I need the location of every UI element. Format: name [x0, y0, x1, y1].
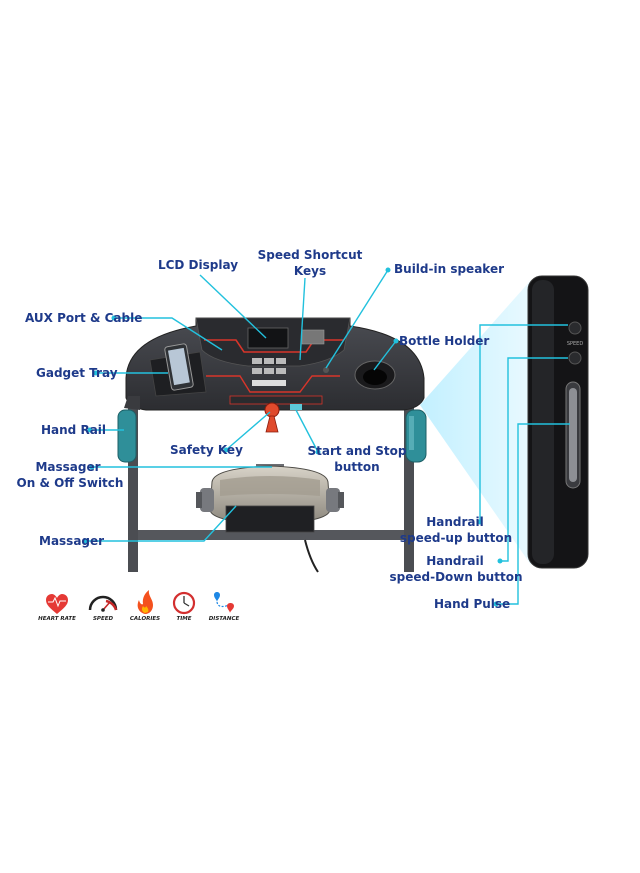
- label-handrail-up-2: speed-up button: [400, 531, 512, 545]
- label-lcd-display: LCD Display: [158, 258, 238, 272]
- console: [125, 317, 425, 433]
- cross-bar: [138, 530, 404, 540]
- hand-rails: [117, 396, 427, 463]
- handle-speed-text: SPEED: [567, 341, 584, 347]
- clock-icon: [172, 591, 196, 615]
- label-massager-switch-1: Massager: [35, 460, 100, 474]
- handle-closeup: SPEED: [527, 275, 589, 569]
- metric-label: CALORIES: [130, 616, 160, 622]
- label-massager-switch-2: On & Off Switch: [17, 476, 124, 490]
- left-grip: [117, 409, 137, 463]
- speed-up-button: [568, 321, 582, 335]
- magnify-beam: [420, 280, 531, 565]
- metric-label: DISTANCE: [209, 616, 240, 622]
- power-cable: [304, 539, 319, 573]
- label-handrail-down-1: Handrail: [426, 554, 484, 568]
- metrics-row: HEART RATE SPEED CALORIES TIME: [38, 590, 240, 622]
- speed-shortcut-keys: [252, 358, 286, 386]
- label-massager: Massager: [39, 534, 104, 548]
- metric-time: TIME: [172, 591, 196, 622]
- builtin-speaker: [323, 367, 329, 373]
- label-aux-port: AUX Port & Cable: [25, 311, 142, 325]
- start-stop-button: [290, 404, 302, 410]
- label-hand-pulse: Hand Pulse: [434, 597, 510, 611]
- label-bottle-holder: Bottle Holder: [399, 334, 489, 348]
- massager-unit: [196, 464, 344, 533]
- label-start-stop-2: button: [334, 460, 379, 474]
- metric-label: TIME: [176, 616, 191, 622]
- flame-icon: [137, 590, 153, 614]
- metric-calories: CALORIES: [130, 590, 160, 622]
- speedometer-icon: [88, 595, 118, 612]
- label-start-stop-1: Start and Stop: [308, 444, 407, 458]
- label-safety-key: Safety Key: [170, 443, 243, 457]
- label-builtin-speaker: Build-in speaker: [394, 262, 504, 276]
- right-upright: [404, 400, 414, 572]
- metric-heart-rate: HEART RATE: [38, 594, 76, 622]
- label-handrail-down-2: speed-Down button: [390, 570, 523, 584]
- speed-down-button: [568, 351, 582, 365]
- callout-labels: LCD Display Speed Shortcut Keys Build-in…: [17, 248, 523, 611]
- label-speed-shortcut-1: Speed Shortcut: [258, 248, 363, 262]
- label-handrail-up-1: Handrail: [426, 515, 484, 529]
- metric-distance: DISTANCE: [209, 592, 240, 622]
- route-pin-icon: [214, 592, 234, 613]
- safety-key: [264, 402, 280, 433]
- left-upright: [128, 400, 138, 572]
- leader-lines: [83, 267, 570, 607]
- metric-label: SPEED: [93, 616, 114, 622]
- label-gadget-tray: Gadget Tray: [36, 366, 118, 380]
- treadmill-frame: [128, 400, 414, 573]
- speaker-grille: [301, 329, 325, 345]
- lcd-screen: [247, 327, 289, 349]
- label-hand-rail: Hand Rail: [41, 423, 106, 437]
- label-speed-shortcut-2: Keys: [294, 264, 326, 278]
- metric-speed: SPEED: [88, 595, 118, 622]
- metric-label: HEART RATE: [38, 616, 76, 622]
